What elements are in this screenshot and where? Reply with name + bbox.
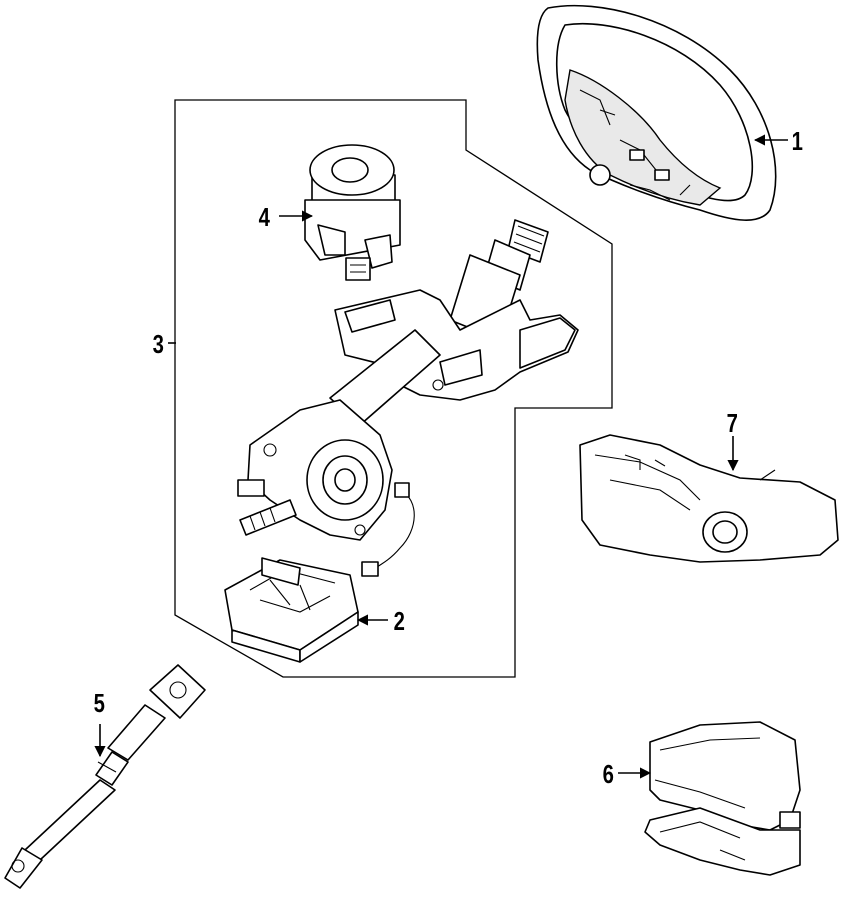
upper-cover-part[interactable] xyxy=(644,721,801,876)
callout-5: 5 xyxy=(94,689,105,718)
callout-6: 6 xyxy=(603,760,614,789)
bracket-module-part[interactable] xyxy=(224,557,359,663)
steering-column-part[interactable] xyxy=(237,219,579,577)
callout-7: 7 xyxy=(727,409,738,438)
callout-2: 2 xyxy=(394,607,405,636)
motor-part[interactable] xyxy=(304,144,401,281)
callout-3: 3 xyxy=(153,330,164,359)
lower-cover-part[interactable] xyxy=(579,434,839,563)
assembly-frame xyxy=(174,99,613,678)
steering-wheel-part[interactable] xyxy=(536,4,777,221)
callout-4: 4 xyxy=(259,203,270,232)
intermediate-shaft-part[interactable] xyxy=(4,664,206,889)
callout-1: 1 xyxy=(792,127,803,156)
